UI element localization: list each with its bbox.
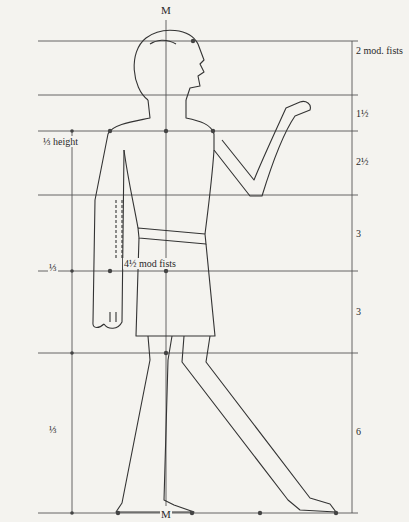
proportion-label: ⅓ — [48, 262, 58, 273]
module-count: 3 — [356, 306, 361, 317]
module-count: 1½ — [356, 108, 369, 119]
module-count: 6 — [356, 426, 361, 437]
arm-measure: 4½ mod fists — [123, 258, 177, 269]
proportion-label: ⅓ — [48, 424, 58, 435]
proportion-label: ⅓ height — [42, 136, 79, 147]
axis-letter: M — [160, 4, 172, 16]
axis-letter: M — [160, 508, 172, 520]
module-note: 2 mod. fists — [356, 45, 403, 56]
module-count: 2½ — [356, 156, 369, 167]
module-count: 3 — [356, 228, 361, 239]
